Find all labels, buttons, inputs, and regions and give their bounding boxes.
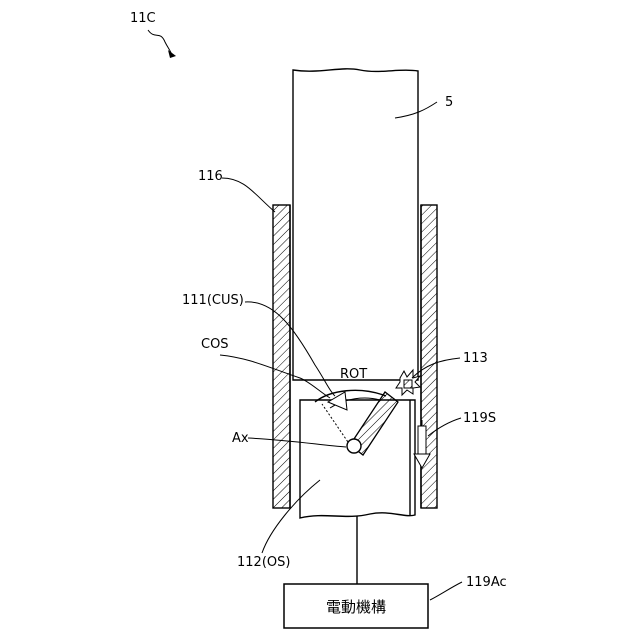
- housing-left-wall: [273, 205, 290, 508]
- figure-id-label: 11C: [130, 11, 156, 26]
- contact-label: 113: [463, 351, 488, 366]
- housing-label: 116: [198, 169, 223, 184]
- slide-arrow-shaft: [418, 426, 426, 454]
- cos-label: COS: [201, 337, 229, 352]
- shaft-leader-line: [395, 102, 437, 118]
- axis-label: Ax: [232, 431, 249, 446]
- housing-leader-line: [222, 178, 275, 212]
- rotation-label: ROT: [340, 367, 367, 382]
- shaft-label: 5: [445, 95, 453, 110]
- axis-leader-line: [248, 438, 346, 447]
- figure-id-arrowhead: [168, 50, 176, 58]
- shaft-body: [293, 69, 418, 380]
- contact-block: [404, 380, 412, 388]
- actuator-box-text: 電動機構: [326, 598, 386, 616]
- object-label: 112(OS): [237, 555, 290, 570]
- actuator-leader-line: [430, 582, 462, 600]
- object-block: [300, 400, 415, 518]
- cushion-label: 111(CUS): [182, 293, 244, 308]
- pivot-dashed-line: [322, 404, 350, 445]
- actuator-label: 119Ac: [466, 575, 507, 590]
- pivot-axis: [347, 439, 361, 453]
- slide-label: 119S: [463, 411, 496, 426]
